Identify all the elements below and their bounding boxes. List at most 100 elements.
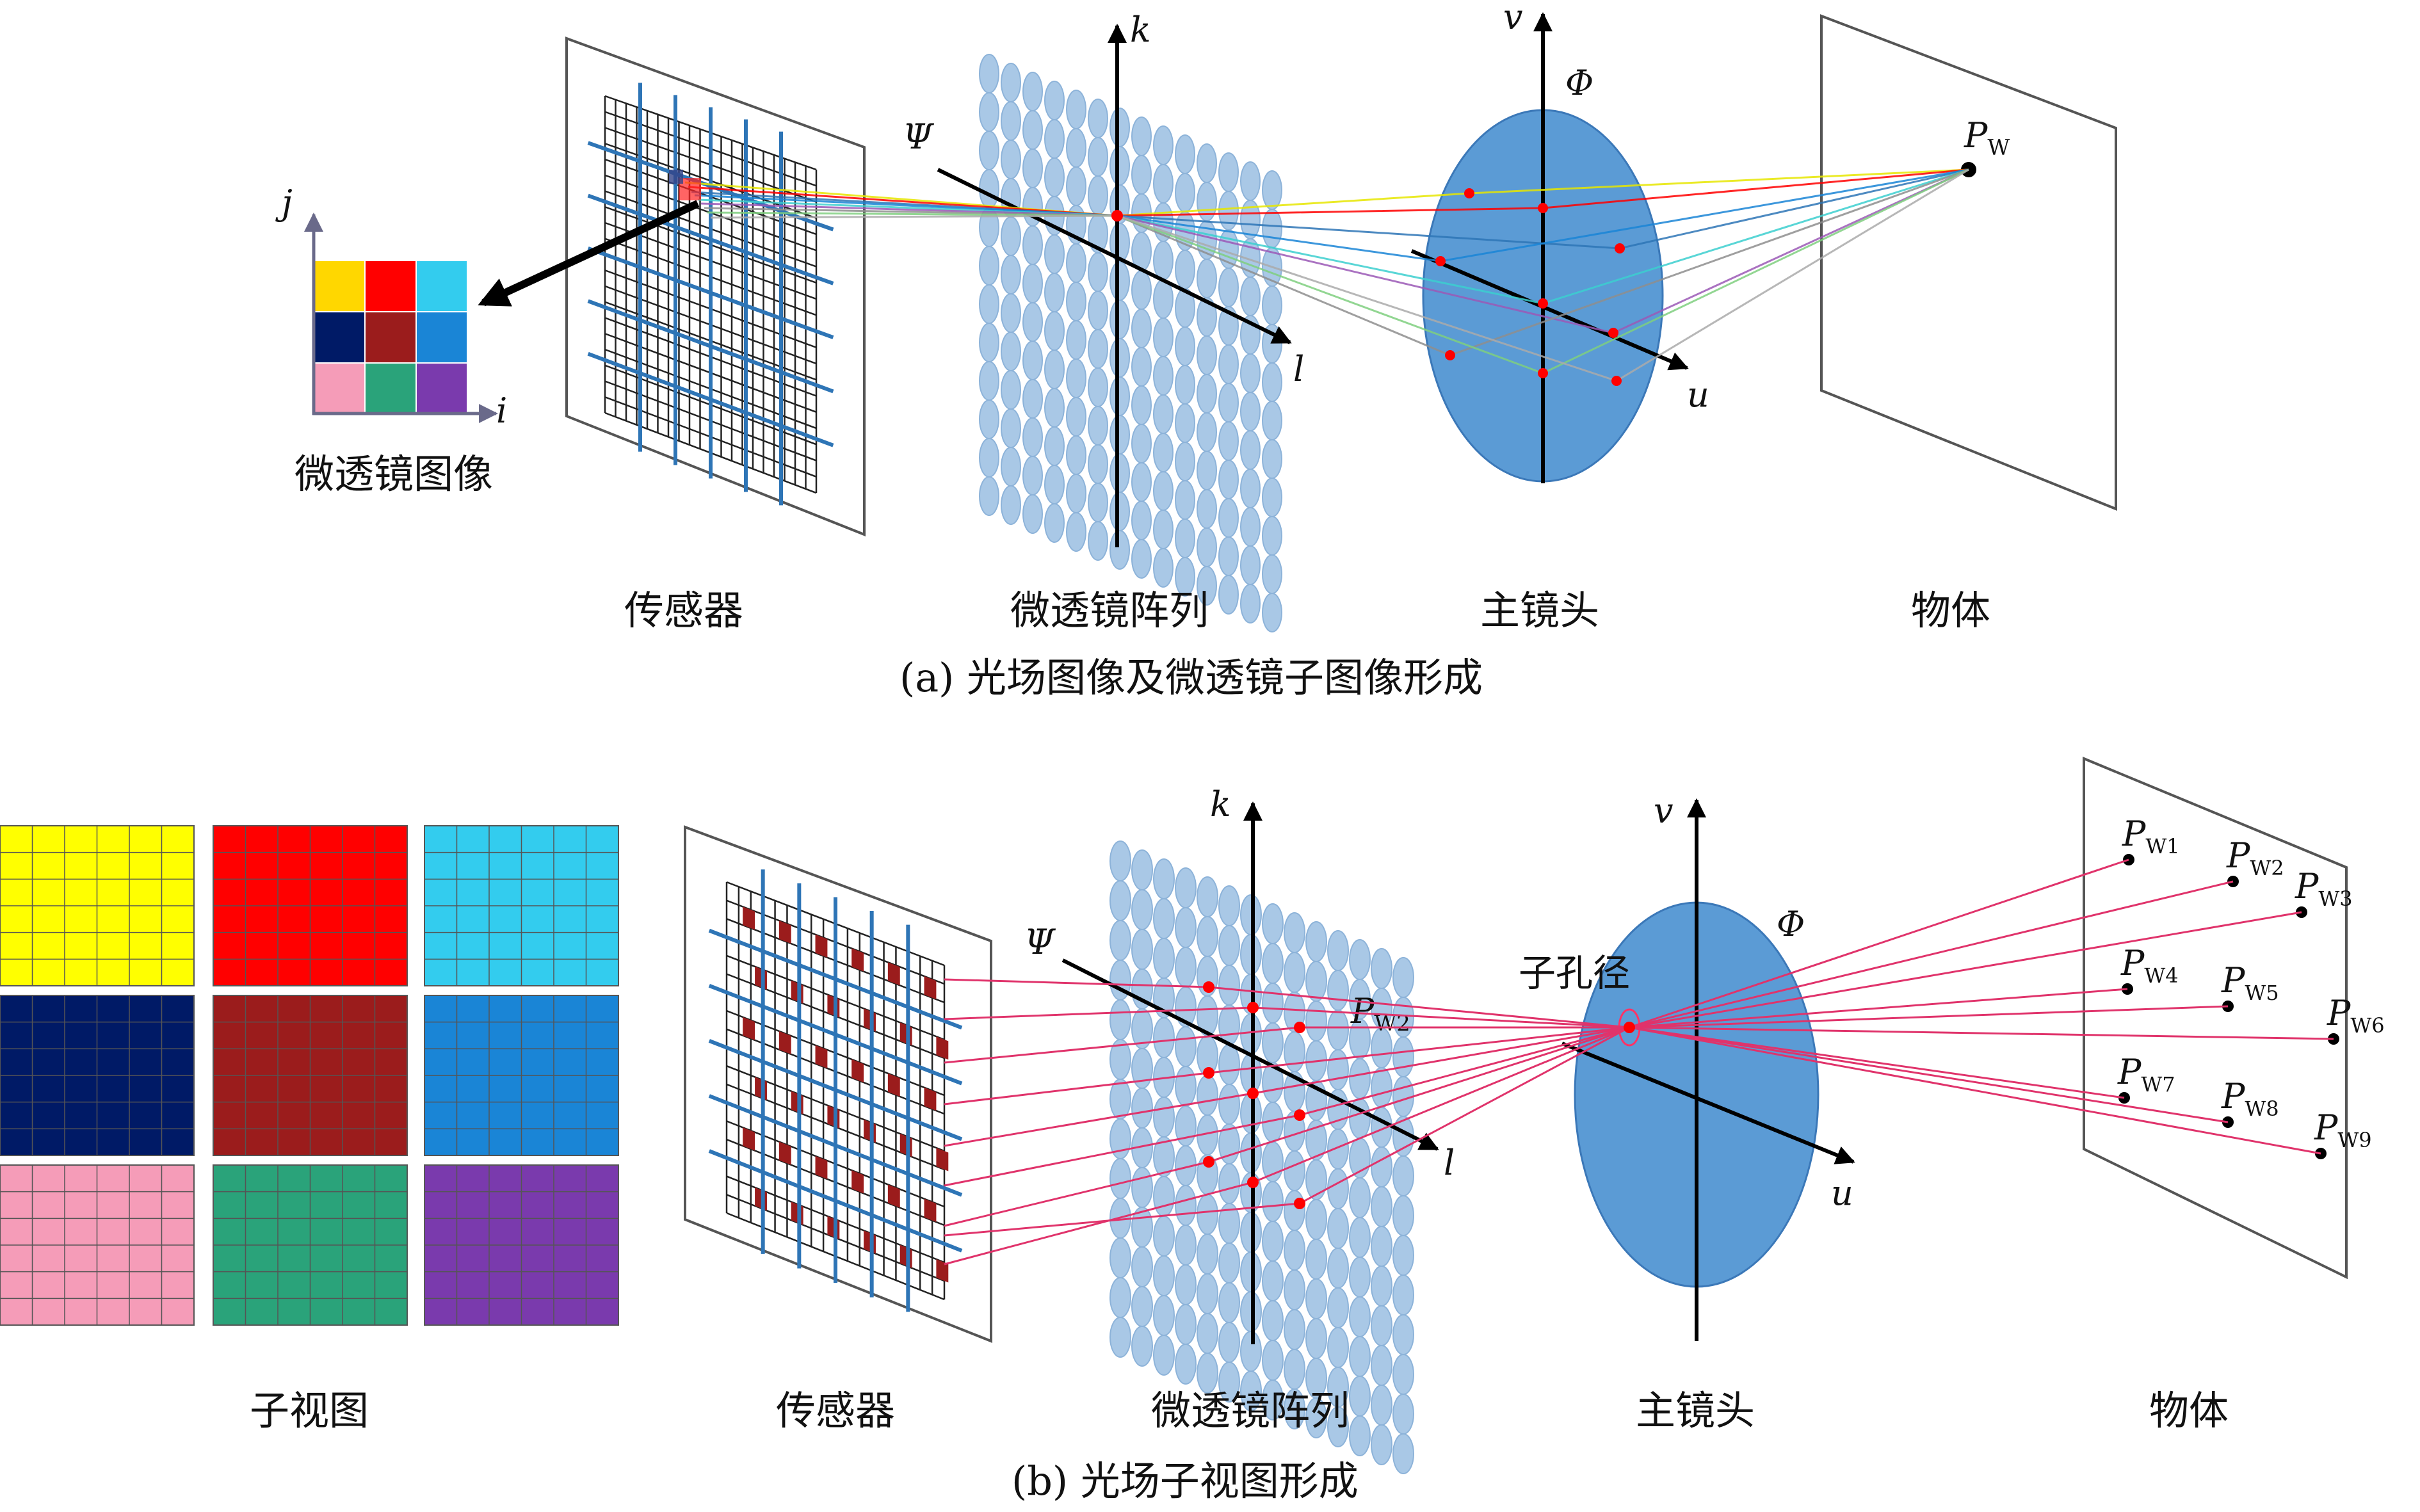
mla-b-lens [1284, 912, 1305, 953]
mla-b-lens [1392, 1394, 1414, 1435]
micro-image-cell [364, 362, 417, 415]
micro-image-cell [364, 311, 417, 364]
object-b-point-main: P [2295, 866, 2319, 906]
mla-b-lens [1175, 1185, 1197, 1226]
mla-a-lens [1197, 412, 1217, 452]
sensor-a-lens-boundary [587, 299, 834, 394]
mla-a-lens [1131, 117, 1152, 156]
mla-a-l-label: l [1293, 349, 1304, 389]
sensor-a: 传感器 [478, 36, 866, 634]
micro-j-label: j [275, 182, 293, 223]
mla-a-lens [1001, 140, 1021, 179]
mla-b-ray-point [1294, 1109, 1305, 1121]
mla-a-lens [1240, 430, 1261, 470]
object-b-point-sub: W2 [2250, 856, 2284, 880]
mla-b-lens [1153, 1216, 1175, 1257]
mla-b-lens [1197, 1075, 1218, 1116]
mla-a-lens [1088, 291, 1108, 330]
main-lens-a-label: 主镜头 [1480, 587, 1599, 634]
mla-a-lens [1109, 376, 1130, 416]
mla-b-lens [1262, 1221, 1284, 1262]
mla-a-lens [1088, 137, 1108, 177]
mla-b-lens [1218, 1282, 1240, 1323]
micro-image-cell [415, 362, 468, 415]
mla-b-lens [1218, 1362, 1240, 1403]
sensor-b-label: 传感器 [776, 1387, 895, 1434]
sensor-b-pixel [924, 976, 937, 1000]
mla-b-lens [1262, 1300, 1284, 1341]
sensor-a-lens-boundary [587, 351, 834, 447]
mla-a-lens [1131, 424, 1152, 463]
main-lens-b: v Φ u 子孔径 主镜头 [1519, 791, 1855, 1434]
mla-b-lens [1197, 1313, 1218, 1354]
mla-b-lens [1349, 1257, 1371, 1298]
mla-a-lens [1197, 143, 1217, 183]
mla-a-lens [979, 399, 999, 439]
mla-a-lens [1066, 243, 1086, 283]
mla-a-lens [1022, 72, 1043, 111]
lens-a-ray-point [1538, 298, 1548, 309]
ray-a [707, 168, 1969, 374]
mla-b-lens [1305, 1001, 1327, 1042]
mla-b-lens [1327, 1248, 1349, 1289]
sensor-a-label: 传感器 [624, 587, 743, 634]
mla-a-lens [1131, 539, 1152, 579]
mla-b-lens [1392, 1235, 1414, 1276]
mla-a-lens [1153, 164, 1174, 204]
mla-a-lens [1088, 252, 1108, 292]
mla-a-lens [979, 476, 999, 516]
mla-a-lens [1044, 350, 1065, 389]
mla-b-lens [1197, 1234, 1218, 1275]
mla-b-lens [1262, 943, 1284, 984]
mla-a-lens [1262, 439, 1282, 479]
sub-aperture-label: 子孔径 [1519, 951, 1630, 995]
mla-a-lens [1066, 128, 1086, 168]
mla-a-k-label: k [1130, 10, 1151, 50]
mla-b-lens [1131, 1286, 1153, 1327]
mla-b-lens [1153, 858, 1175, 899]
mla-b-lens [1218, 925, 1240, 966]
mla-a-lens [1175, 403, 1195, 443]
mla-a-lens [1175, 519, 1195, 558]
mla-a-lens [1197, 489, 1217, 529]
micro-image-cell [313, 362, 366, 415]
mla-a-lens [1066, 397, 1086, 437]
mla-a-lens [1153, 548, 1174, 588]
mla-b-lens [1349, 1415, 1371, 1456]
mla-a-lens [1262, 516, 1282, 556]
mla-a-lens [1088, 444, 1108, 484]
mla-a-lens [979, 284, 999, 324]
mla-b-lens [1371, 1226, 1392, 1267]
mla-a-lens [1022, 110, 1043, 150]
sensor-b-pixel [815, 934, 828, 958]
mla-a-lens [1066, 166, 1086, 206]
object-a-label: 物体 [1911, 587, 1990, 634]
micro-image-cell [313, 311, 366, 364]
sensor-b-pixel [743, 1127, 755, 1151]
sensor-b-pixel [743, 906, 755, 930]
mla-a-lens [1088, 175, 1108, 215]
sensor-b-pixel [815, 1155, 828, 1180]
mla-a-lens [1240, 469, 1261, 508]
mla-b-lens [1371, 1067, 1392, 1108]
mla-b-lens [1197, 1194, 1218, 1235]
main-lens-b-v-label: v [1654, 791, 1674, 831]
micro-image-grid [313, 260, 468, 415]
mla-a-lens [1153, 433, 1174, 472]
ray-a [688, 168, 1969, 217]
mla-a-lens [1218, 575, 1239, 615]
mla-b-lens [1371, 1305, 1392, 1346]
main-lens-a-phi-label: Φ [1565, 63, 1593, 103]
mla-a-lens [1153, 510, 1174, 549]
rays-b [944, 858, 2334, 1266]
mla-b-lens [1371, 1424, 1392, 1465]
main-lens-b-label: 主镜头 [1636, 1387, 1755, 1434]
mla-b-lens [1262, 1260, 1284, 1301]
object-a: PW 物体 [1820, 14, 2117, 634]
ray-b-object [1629, 880, 2234, 1029]
mla-b-lens [1175, 1225, 1197, 1266]
mla-a-lens [1197, 566, 1217, 606]
mla-b-lens [1305, 1397, 1327, 1438]
object-b-point-label: PW1 [2122, 814, 2180, 858]
mla-b-lens [1371, 1385, 1392, 1426]
